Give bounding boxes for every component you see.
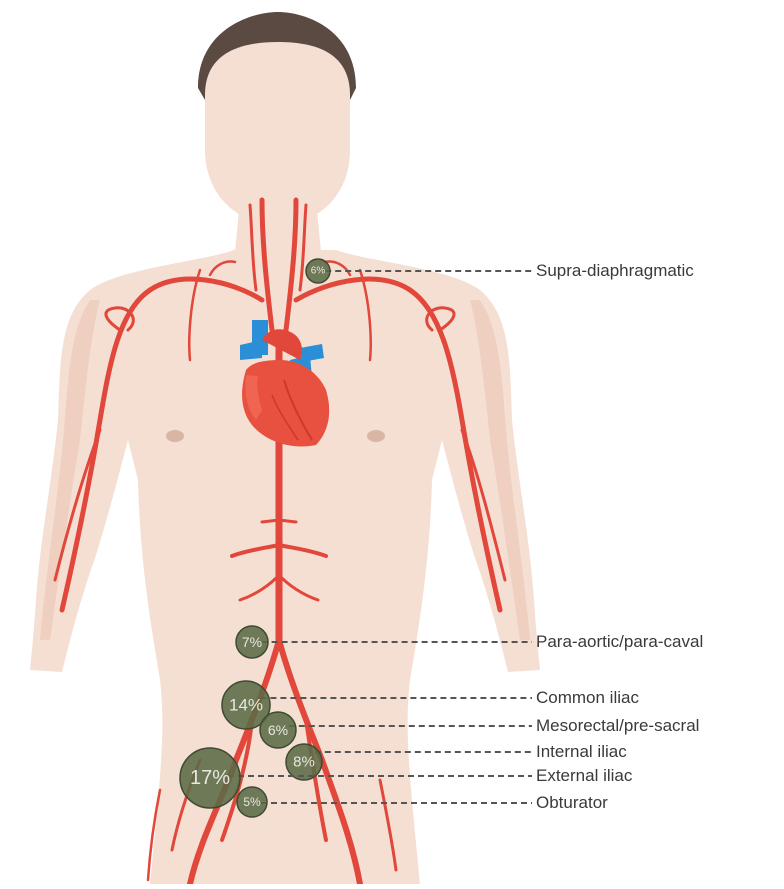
lymph-node-value-common: 14% bbox=[229, 696, 263, 715]
label-supra-diaphragmatic: Supra-diaphragmatic bbox=[536, 261, 694, 281]
label-para-aortic: Para-aortic/para-caval bbox=[536, 632, 703, 652]
lymph-node-value-external: 17% bbox=[190, 767, 230, 789]
lymph-node-value-internal: 8% bbox=[293, 754, 315, 771]
nipple-right bbox=[367, 430, 385, 442]
label-common-iliac: Common iliac bbox=[536, 688, 639, 708]
head bbox=[205, 42, 350, 225]
lymph-node-value-obturator: 5% bbox=[243, 795, 261, 809]
lymph-node-value-para: 7% bbox=[242, 634, 262, 650]
lymph-node-value-meso: 6% bbox=[268, 722, 288, 738]
lymph-node-value-supra: 6% bbox=[311, 266, 326, 277]
label-external-iliac: External iliac bbox=[536, 766, 632, 786]
label-internal-iliac: Internal iliac bbox=[536, 742, 627, 762]
label-obturator: Obturator bbox=[536, 793, 608, 813]
label-mesorectal: Mesorectal/pre-sacral bbox=[536, 716, 699, 736]
nipple-left bbox=[166, 430, 184, 442]
